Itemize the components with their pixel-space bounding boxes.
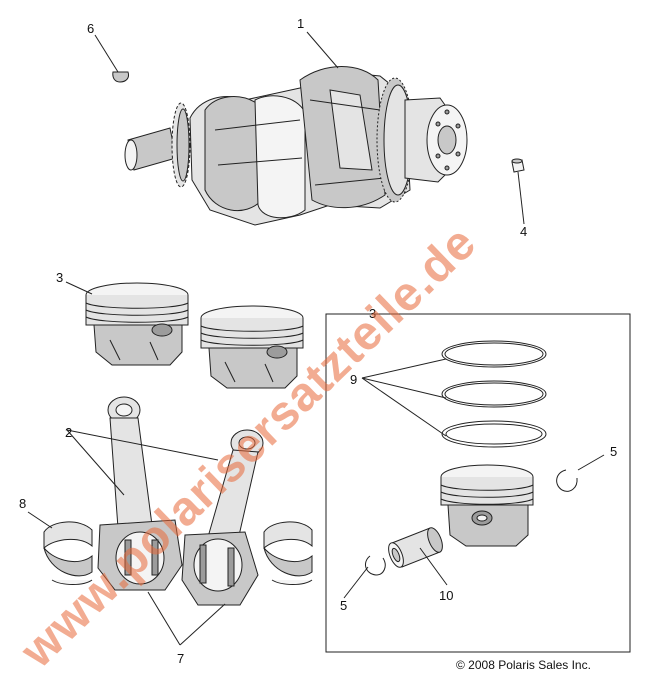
piston-pin [388, 527, 443, 568]
callout-5-left: 5 [340, 598, 347, 613]
leader-lines [27, 31, 605, 646]
bearing-shell-right [263, 521, 313, 585]
callout-1: 1 [297, 16, 304, 31]
piston-right [200, 305, 304, 389]
piston-kit-box [325, 313, 631, 653]
bearing-shell-left [43, 521, 93, 585]
callout-4: 4 [520, 224, 527, 239]
callout-9: 9 [350, 372, 357, 387]
callout-5-right: 5 [610, 444, 617, 459]
callout-10: 10 [439, 588, 453, 603]
woodruff-key [112, 71, 129, 83]
piston-ring-top [441, 340, 547, 368]
callout-3-pistons: 3 [56, 270, 63, 285]
crankshaft [124, 66, 468, 226]
callout-2: 2 [65, 425, 72, 440]
piston-ring-oil [441, 420, 547, 448]
callout-6: 6 [87, 21, 94, 36]
callout-8: 8 [19, 496, 26, 511]
circlip-right [556, 469, 578, 492]
piston-kit [440, 464, 534, 547]
circlip-left [364, 555, 386, 576]
copyright-text: © 2008 Polaris Sales Inc. [456, 658, 591, 672]
dowel-pin [511, 158, 525, 173]
callout-3-kit: 3 [369, 306, 376, 321]
callout-7: 7 [177, 651, 184, 666]
connecting-rod-right [181, 429, 264, 606]
piston-left [85, 282, 189, 366]
piston-ring-middle [441, 380, 547, 408]
connecting-rod-left [97, 396, 183, 591]
